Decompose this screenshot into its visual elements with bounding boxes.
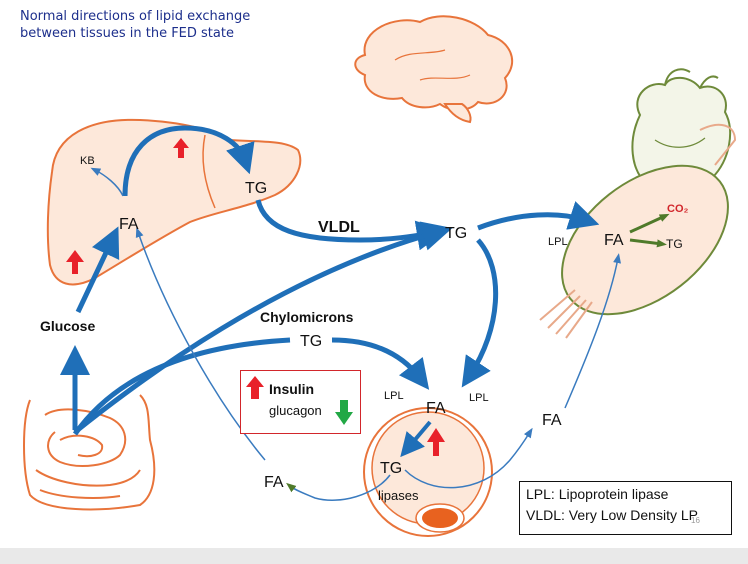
legend-lpl: LPL: Lipoprotein lipase (526, 486, 669, 502)
vldl-tg-arrow (255, 199, 447, 251)
intestine-icon (23, 394, 156, 511)
lpl-muscle-label: LPL (548, 236, 568, 248)
fa-to-muscle-thin-arrow (564, 253, 621, 409)
title-line-2: between tissues in the FED state (20, 26, 234, 41)
lipid-exchange-diagram: KB TG FA VLDL TG Glucose Chylomicrons TG… (23, 15, 737, 537)
adipose-fa-to-tg-arrow (400, 420, 432, 458)
lipases-label: lipases (378, 488, 419, 503)
liver-icon (46, 118, 302, 286)
chylomicron-tg-arrow (72, 337, 291, 436)
co2-label: CO₂ (667, 203, 689, 215)
fa-muscle-label: FA (604, 232, 624, 249)
brain-icon (354, 15, 514, 124)
fa-released-right-label: FA (542, 412, 562, 429)
tg-to-adipose-arrow (461, 238, 499, 388)
diagram-title: Normal directions of lipid exchange betw… (20, 8, 320, 42)
tg-chylomicron-label: TG (300, 333, 322, 350)
liver-fa-to-tg-arrow (122, 125, 255, 197)
chylomicrons-label: Chylomicrons (260, 309, 354, 325)
fa-to-liver-thin-arrow (135, 227, 266, 461)
adipose-fa-release-right (404, 427, 533, 489)
glucagon-down-arrow-icon (335, 400, 353, 425)
up-arrow-adipose (427, 428, 445, 456)
lpl-adipose-left-label: LPL (384, 390, 404, 402)
fa-released-left-label: FA (264, 474, 284, 491)
fa-liver-label: FA (119, 216, 139, 233)
fa-to-kb-arrow (90, 167, 124, 197)
legend-vldl: VLDL: Very Low Density LP (526, 507, 698, 523)
fa-to-muscle-tg-arrow (629, 238, 667, 248)
lpl-adipose-right-label: LPL (469, 392, 489, 404)
glucose-label: Glucose (40, 318, 95, 334)
insulin-label: Insulin (269, 381, 315, 397)
fa-adipose-label: FA (426, 400, 446, 417)
vldl-label: VLDL (318, 219, 360, 236)
tg-vldl-label: TG (445, 225, 467, 242)
adipocyte-icon (363, 407, 493, 537)
adipose-fa-release-left (286, 474, 391, 501)
tg-to-muscle-arrow (477, 201, 600, 231)
page-number: 16 (691, 516, 700, 525)
glucagon-label: glucagon (269, 403, 322, 418)
tg-adipose-label: TG (380, 460, 402, 477)
title-line-1: Normal directions of lipid exchange (20, 9, 251, 24)
hormone-box: Insulin glucagon (240, 370, 361, 434)
insulin-up-arrow-icon (246, 376, 264, 399)
legend-box: LPL: Lipoprotein lipase VLDL: Very Low D… (519, 481, 732, 535)
up-arrow-liver (173, 138, 189, 158)
kb-label: KB (80, 155, 95, 167)
muscle-icon (539, 123, 737, 339)
tg-muscle-label: TG (666, 237, 683, 251)
up-arrow-liver-lower (66, 250, 84, 274)
tg-liver-label: TG (245, 180, 267, 197)
diagram-canvas: Normal directions of lipid exchange betw… (0, 0, 748, 548)
chylo-tg-to-adipose-arrow (331, 337, 430, 390)
fa-to-co2-arrow (629, 213, 670, 234)
glucose-to-fa-arrow (75, 226, 120, 314)
chylomicron-to-vldl-tg-arrow (73, 221, 453, 434)
